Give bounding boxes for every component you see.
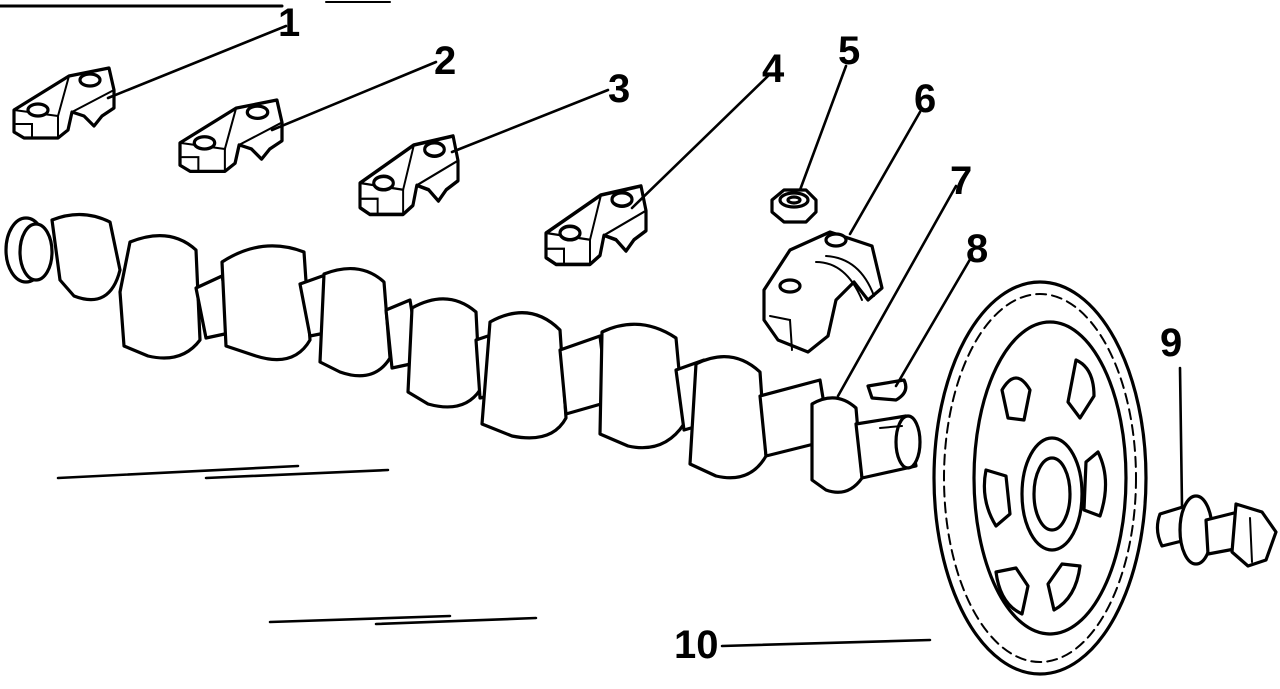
leader-5: [798, 64, 848, 192]
callout-9: 9: [1160, 321, 1182, 365]
bearing-cap-1: [12, 66, 116, 140]
leader-2: [270, 60, 438, 132]
leader-7: [836, 184, 958, 398]
stray-strokes: [56, 464, 538, 626]
bearing-cap-6: [762, 230, 884, 354]
bearing-cap-2: [178, 98, 284, 174]
leader-6: [848, 110, 922, 236]
callout-8: 8: [966, 227, 988, 271]
woodruff-key-8: [866, 378, 908, 402]
callout-7: 7: [950, 159, 972, 203]
header-rules: [0, 1, 391, 8]
callout-6: 6: [914, 77, 936, 121]
leader-1: [106, 24, 288, 100]
callout-10: 10: [674, 623, 719, 667]
callout-1: 1: [278, 1, 300, 45]
callout-5: 5: [838, 29, 860, 73]
camshaft: [4, 212, 922, 494]
callout-4: 4: [762, 47, 785, 91]
leader-lines: [106, 24, 1184, 648]
timing-sprocket-10: [932, 280, 1148, 676]
leader-4: [630, 74, 770, 210]
leader-9: [1178, 366, 1184, 508]
leader-8: [894, 254, 974, 388]
bearing-cap-3: [358, 134, 460, 217]
callout-numbers: 1 2 3 4 5 6 7 8 9 10: [278, 1, 1182, 667]
leader-10: [720, 638, 932, 648]
nut-5: [770, 188, 818, 224]
leader-3: [450, 88, 610, 154]
bearing-cap-4: [544, 184, 648, 267]
callout-2: 2: [434, 39, 456, 83]
callout-3: 3: [608, 67, 630, 111]
bolt-with-washer-9: [1155, 494, 1278, 568]
